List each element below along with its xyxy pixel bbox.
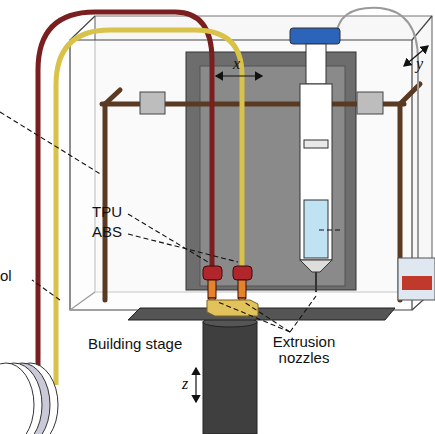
x-axis-arrow <box>216 75 262 76</box>
syringe <box>290 28 340 292</box>
gantry-panel <box>200 66 345 286</box>
reservoir-fill <box>402 276 432 290</box>
part-label: Building stage <box>88 336 182 352</box>
z-column <box>203 322 257 434</box>
rail-block <box>140 92 165 114</box>
part-label: ol <box>0 268 12 284</box>
printed-part <box>207 300 258 316</box>
part-label: TPU <box>92 204 122 220</box>
leader-lines <box>0 112 340 332</box>
extrusion-heads <box>203 266 252 304</box>
tpu-tube <box>38 12 212 380</box>
part-label: x <box>233 56 240 72</box>
rail-block <box>357 92 383 114</box>
part-label: y <box>416 56 423 72</box>
reservoir <box>398 258 435 300</box>
filament-spools <box>0 363 58 434</box>
part-label: ABS <box>92 224 122 240</box>
z-axis-arrow <box>195 368 196 402</box>
part-label: z <box>182 376 188 392</box>
syringe-tube <box>336 8 418 258</box>
enclosure <box>70 16 432 310</box>
guide-rods <box>102 84 420 300</box>
part-label: Extrusion nozzles <box>262 334 346 366</box>
